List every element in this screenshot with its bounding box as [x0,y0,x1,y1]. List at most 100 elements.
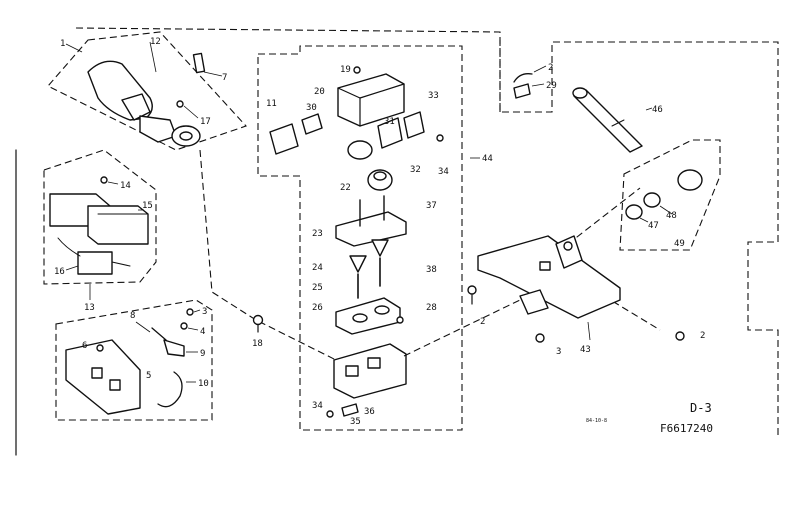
terminal-block [77,251,113,275]
callout-2a: 2 [548,63,553,73]
group-handle-fork [47,31,247,151]
clip-29-arm [513,73,533,83]
plate-43-ear [555,235,583,269]
callout-33: 33 [428,91,439,101]
plate-26-hole-a [352,313,368,323]
plate-43 [477,235,621,319]
callout-6: 6 [82,341,87,351]
callout-29: 29 [546,81,557,91]
handle-group-box [47,31,247,151]
shaft-46-groove [611,119,625,127]
callout-19: 19 [340,65,351,75]
callout-12: 12 [150,37,161,47]
center-group-box [257,45,463,431]
screw-4-part [180,322,188,330]
screw-18 [252,314,264,333]
bracket-under [519,289,549,315]
callout-17: 17 [200,117,211,127]
wire-2 [111,261,131,267]
callout-9: 9 [200,349,205,359]
gear-48a [677,169,703,191]
leader-43 [587,321,591,341]
plate-30 [301,113,323,135]
callout-11: 11 [266,99,277,109]
sheet-code: D-3 [690,401,712,415]
presser-screw [96,344,104,352]
callout-24: 24 [312,263,323,273]
pin-part [192,52,206,74]
washer-48 [643,192,661,208]
presser-bar [65,339,141,415]
screw-28-part [396,316,404,324]
callout-37: 37 [426,201,437,211]
wire-spring-10 [157,371,183,408]
screw-3-part [186,308,194,316]
callout-10: 10 [198,379,209,389]
leader-47 [639,217,649,223]
switch-group-box [43,149,157,285]
clip-29 [513,83,531,99]
callout-3: 3 [202,307,207,317]
bracket-20-fold [337,87,361,99]
small-code: 84-10-8 [586,418,607,424]
lever-part [163,339,185,357]
callout-2c: 2 [700,331,705,341]
callout-47: 47 [648,221,659,231]
plate-23 [335,211,407,247]
screw-2c-part [675,331,685,341]
plate-26 [335,297,401,335]
leader-4 [187,327,199,331]
assembly-border-dashed [75,27,779,438]
group-center-assembly [257,45,480,431]
cone-24a [349,255,367,273]
callout-31: 31 [384,117,395,127]
leader-46 [645,107,653,111]
presser-slot-2 [109,379,121,391]
leader-48 [659,205,673,215]
callout-30: 30 [306,103,317,113]
shaft-46 [573,89,643,153]
fork-collar [121,93,151,121]
wire-1 [57,237,81,257]
callout-23: 23 [312,229,323,239]
callout-8: 8 [130,311,135,321]
bracket-20-edge [359,83,405,99]
callout-15: 15 [142,201,153,211]
clip-31 [377,117,403,149]
callout-5: 5 [146,371,151,381]
callout-46: 46 [652,105,663,115]
switch-body [87,205,149,245]
callout-38: 38 [426,265,437,275]
leader-2a [533,65,547,73]
callout-18: 18 [252,339,263,349]
base-slot-a [345,365,359,377]
connector-dashed-3 [567,187,641,245]
plate-43-ear-hole [563,241,573,251]
group-presser [55,299,213,421]
screw-3b-part [535,333,545,343]
callout-35: 35 [350,417,361,427]
plate-43-slot [539,261,551,271]
callout-34b: 34 [312,401,323,411]
cap-37-top [373,171,387,181]
screw-34b-part [326,410,334,418]
leader-7 [203,71,223,77]
leader-12 [149,41,157,73]
washer-36 [341,403,359,417]
callout-labels: 1 12 7 17 14 15 16 13 8 3 4 9 6 5 10 18 … [54,37,705,427]
pad-33 [403,111,425,139]
clamp-part [139,115,177,143]
presser-group-box [55,299,213,421]
callout-22: 22 [340,183,351,193]
callout-44: 44 [482,154,493,164]
leader-29 [531,83,545,87]
callout-14: 14 [120,181,131,191]
leader-3 [193,309,201,313]
leader-14 [107,181,119,185]
connector-dashed-1 [199,149,341,363]
screw-2b-part [467,285,477,295]
clip-11 [269,123,299,155]
shaft-46-end [572,87,588,99]
